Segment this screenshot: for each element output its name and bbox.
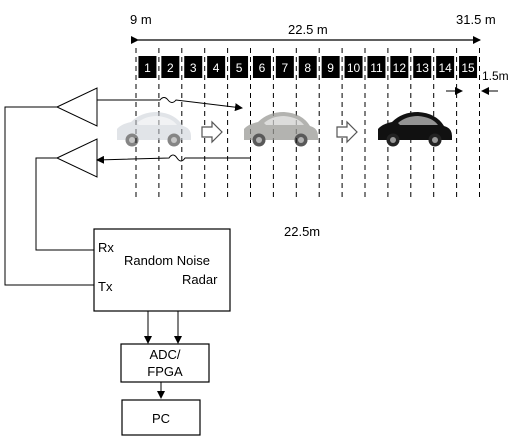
range-bin-box (275, 56, 294, 78)
range-bin-number: 2 (167, 61, 174, 75)
range-bin-number: 7 (282, 61, 289, 75)
range-bin-number: 5 (236, 61, 243, 75)
range-bin-box (367, 56, 386, 78)
transmit-wave-arrow (97, 97, 243, 112)
random-noise-radar-box (93, 228, 231, 312)
range-bin-number: 3 (190, 61, 197, 75)
range-bin-box (184, 56, 203, 78)
rx-antenna-icon (55, 138, 98, 178)
rx-port-label: Rx (98, 240, 114, 255)
range-bin-number: 15 (461, 61, 475, 75)
reflected-wave-arrow (96, 154, 250, 164)
range-bin-box (161, 56, 180, 78)
range-bin-box (230, 56, 249, 78)
span-distance-label: 22.5 m (288, 22, 328, 37)
range-bin-number: 14 (438, 61, 452, 75)
car-icon-3 (378, 112, 452, 147)
range-bin-box (252, 56, 271, 78)
tx-port-label: Tx (98, 279, 113, 294)
pc-box (121, 399, 201, 436)
range-bin-box (436, 56, 455, 78)
range-bin-box (207, 56, 226, 78)
range-bin-box (321, 56, 340, 78)
tx-antenna-icon (55, 87, 98, 127)
car-group (117, 112, 452, 147)
adc-fpga-box (120, 343, 210, 383)
range-center-label: 22.5m (284, 224, 320, 239)
rx-feed-line (35, 157, 94, 251)
range-bin-box (344, 56, 363, 78)
bin-width-label: 1.5m (482, 69, 509, 83)
end-distance-label: 31.5 m (456, 12, 496, 27)
range-bin-box (413, 56, 432, 78)
range-bin-number: 6 (259, 61, 266, 75)
pc-label: PC (152, 411, 170, 426)
range-bin-number: 10 (347, 61, 361, 75)
range-bin-box (298, 56, 317, 78)
range-bin-number: 4 (213, 61, 220, 75)
range-bin-box (138, 56, 157, 78)
tx-feed-line (4, 106, 94, 286)
motion-arrow-icon-1 (201, 120, 223, 144)
range-bin-number: 13 (416, 61, 430, 75)
range-bin-number: 12 (393, 61, 407, 75)
car-icon-1 (117, 112, 191, 147)
range-bin-number: 1 (144, 61, 151, 75)
range-bin-number: 11 (370, 61, 383, 75)
range-bin-number: 9 (327, 61, 334, 75)
range-bin-box (459, 56, 478, 78)
radar-title-line1: Random Noise (124, 253, 210, 268)
radar-title-line2: Radar (182, 272, 218, 287)
range-bin-box (390, 56, 409, 78)
car-icon-2 (244, 112, 318, 147)
adc-label-line1: ADC/ (149, 347, 180, 362)
start-distance-label: 9 m (130, 12, 152, 27)
motion-arrow-icon-2 (336, 120, 358, 144)
range-bin-number: 8 (304, 61, 311, 75)
adc-label-line2: FPGA (147, 364, 183, 379)
